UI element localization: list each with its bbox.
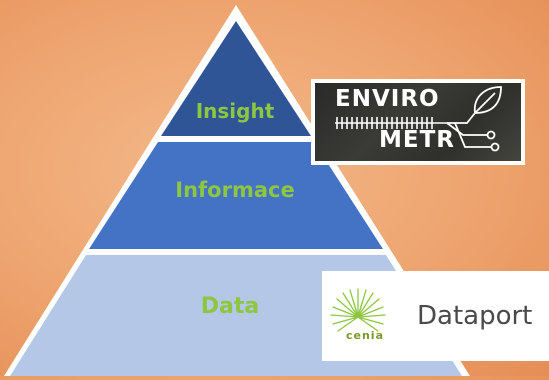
cenia-brand-text: cenia bbox=[346, 329, 385, 342]
envirometr-logo-text-top: ENVIRO bbox=[335, 86, 440, 112]
tier-label-data: Data bbox=[200, 294, 260, 319]
pyramid-tier-informace bbox=[89, 142, 383, 249]
tier-label-insight: Insight bbox=[195, 99, 275, 123]
circuit-leaf-icon bbox=[335, 86, 502, 152]
envirometr-logo: ENVIRO METR bbox=[311, 79, 525, 165]
pyramid-tier-insight bbox=[161, 21, 311, 136]
envirometr-logo-background: ENVIRO METR bbox=[315, 83, 521, 161]
envirometr-logo-text-bottom: METR bbox=[379, 127, 455, 153]
dataport-logo: cenia Dataport bbox=[322, 271, 549, 361]
dataport-title: Dataport bbox=[417, 301, 533, 331]
cenia-burst-icon bbox=[330, 288, 386, 332]
tier-label-informace: Informace bbox=[175, 178, 295, 202]
